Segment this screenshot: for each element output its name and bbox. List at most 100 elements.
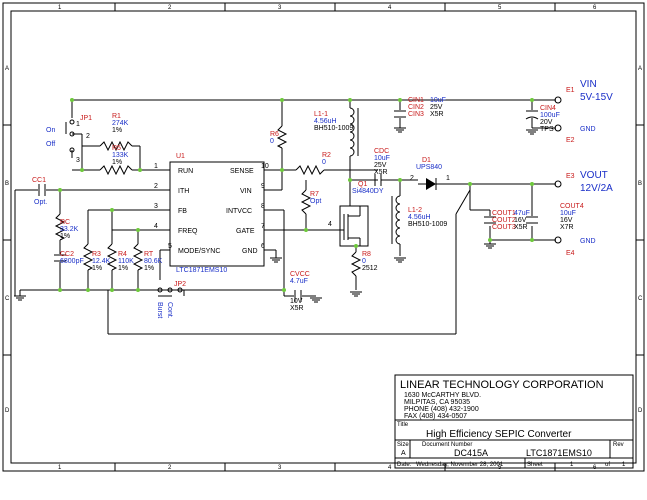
resistor-rt xyxy=(132,243,144,271)
label: 10uF xyxy=(430,97,446,104)
capacitor-cc1 xyxy=(38,184,46,196)
label: L1-1 xyxy=(314,111,328,118)
label: R7 xyxy=(310,191,319,198)
label: GND xyxy=(580,238,596,245)
label: 16V xyxy=(514,217,527,224)
label: CDC xyxy=(374,148,389,155)
label: A xyxy=(638,66,642,72)
label: MILPITAS, CA 95035 xyxy=(404,399,470,406)
label: B xyxy=(638,181,642,187)
ground-symbols xyxy=(14,127,538,303)
label: E1 xyxy=(566,87,575,94)
label: TPS xyxy=(540,126,554,133)
junction-dots xyxy=(58,98,534,292)
label: X7R xyxy=(560,224,574,231)
label: MODE/SYNC xyxy=(178,248,220,255)
resistor-r3 xyxy=(82,243,94,271)
label: R8 xyxy=(362,251,371,258)
company-name: LINEAR TECHNOLOGY CORPORATION xyxy=(400,379,604,391)
label: SENSE xyxy=(230,168,254,175)
label: Burst xyxy=(156,302,163,318)
label: 1% xyxy=(60,233,70,240)
label: 10uF xyxy=(560,210,576,217)
terminals xyxy=(554,96,562,244)
capacitor-cvcc xyxy=(294,290,302,302)
label: 12V/2A xyxy=(580,183,613,194)
label: R3 xyxy=(92,251,101,258)
label: 6 xyxy=(261,243,265,250)
label: 274K xyxy=(112,120,129,127)
u1-body xyxy=(169,161,265,267)
label: VIN xyxy=(580,79,597,90)
label: 110K xyxy=(118,258,134,265)
label: FB xyxy=(178,208,187,215)
label: 2 xyxy=(168,5,172,11)
label: COUT4 xyxy=(560,203,584,210)
label: 4.56uH xyxy=(314,118,337,125)
label: X5R xyxy=(374,169,388,176)
label: COUT2 xyxy=(492,217,516,224)
label: 9 xyxy=(261,183,265,190)
title-block xyxy=(394,374,634,469)
resistor-r2 xyxy=(295,164,325,176)
label: 1630 McCARTHY BLVD. xyxy=(404,392,481,399)
label: D xyxy=(638,408,643,414)
resistor-r6 xyxy=(276,125,288,149)
label: 6 xyxy=(593,5,597,11)
label: 10 xyxy=(261,163,269,170)
label: UPS840 xyxy=(416,164,442,171)
u1-ref: U1 xyxy=(176,153,185,160)
jumper-jp2 xyxy=(157,287,183,297)
label: BH510-1009 xyxy=(314,125,353,132)
label: Document Number xyxy=(422,442,472,448)
label: 12.4K xyxy=(92,258,111,265)
label: R4 xyxy=(118,251,127,258)
drawing-title: High Efficiency SEPIC Converter xyxy=(426,429,572,440)
label: 80.6K xyxy=(144,258,163,265)
label: CIN1 xyxy=(408,97,424,104)
label: PHONE (408) 432-1900 xyxy=(404,406,479,413)
resistor-r4 xyxy=(106,243,118,271)
u1-part: LTC1871EMS10 xyxy=(176,267,227,274)
label: LTC1871EMS10 xyxy=(526,448,592,458)
label: 4.7uF xyxy=(290,278,308,285)
diode-d1 xyxy=(426,178,437,190)
label: CIN4 xyxy=(540,105,556,112)
label: 1% xyxy=(92,265,102,272)
resistor-r8 xyxy=(350,251,362,277)
label: 2 xyxy=(86,133,90,140)
jp1-ref: JP1 xyxy=(80,115,92,122)
u1-left-pins: RUN 1 ITH 2 FB 3 FREQ 4 MODE/SYNC 5 xyxy=(154,163,220,255)
label: 6800pF xyxy=(60,258,84,265)
label: B xyxy=(5,181,9,187)
label: GND xyxy=(580,126,596,133)
label: E3 xyxy=(566,173,575,180)
label: 1 xyxy=(446,175,450,182)
label: COUT1 xyxy=(492,210,516,217)
resistor-r1 xyxy=(99,140,133,152)
label: 5 xyxy=(168,243,172,250)
label: RUN xyxy=(178,168,193,175)
label: 1% xyxy=(112,159,122,166)
inner-border xyxy=(10,10,637,464)
label: 4 xyxy=(154,223,158,230)
label: FAX (408) 434-0507 xyxy=(404,413,467,420)
label: E2 xyxy=(566,137,575,144)
wires xyxy=(14,99,556,335)
label: CC2 xyxy=(60,251,74,258)
label: X5R xyxy=(514,224,528,231)
label: VOUT xyxy=(580,170,608,181)
label: 3 xyxy=(154,203,158,210)
label: 1% xyxy=(118,265,128,272)
label: 5V-15V xyxy=(580,92,613,103)
outer-border xyxy=(2,2,645,472)
label: A xyxy=(401,450,406,457)
label: R6 xyxy=(270,131,279,138)
label: VIN xyxy=(240,188,252,195)
u1-right-pins: SENSE 10 VIN 9 INTVCC 8 GATE 7 GND 6 xyxy=(226,163,269,255)
label: 1 xyxy=(58,5,62,11)
label: R1 xyxy=(112,113,121,120)
jumper-jp1 xyxy=(65,119,75,153)
label: Size xyxy=(397,442,409,448)
